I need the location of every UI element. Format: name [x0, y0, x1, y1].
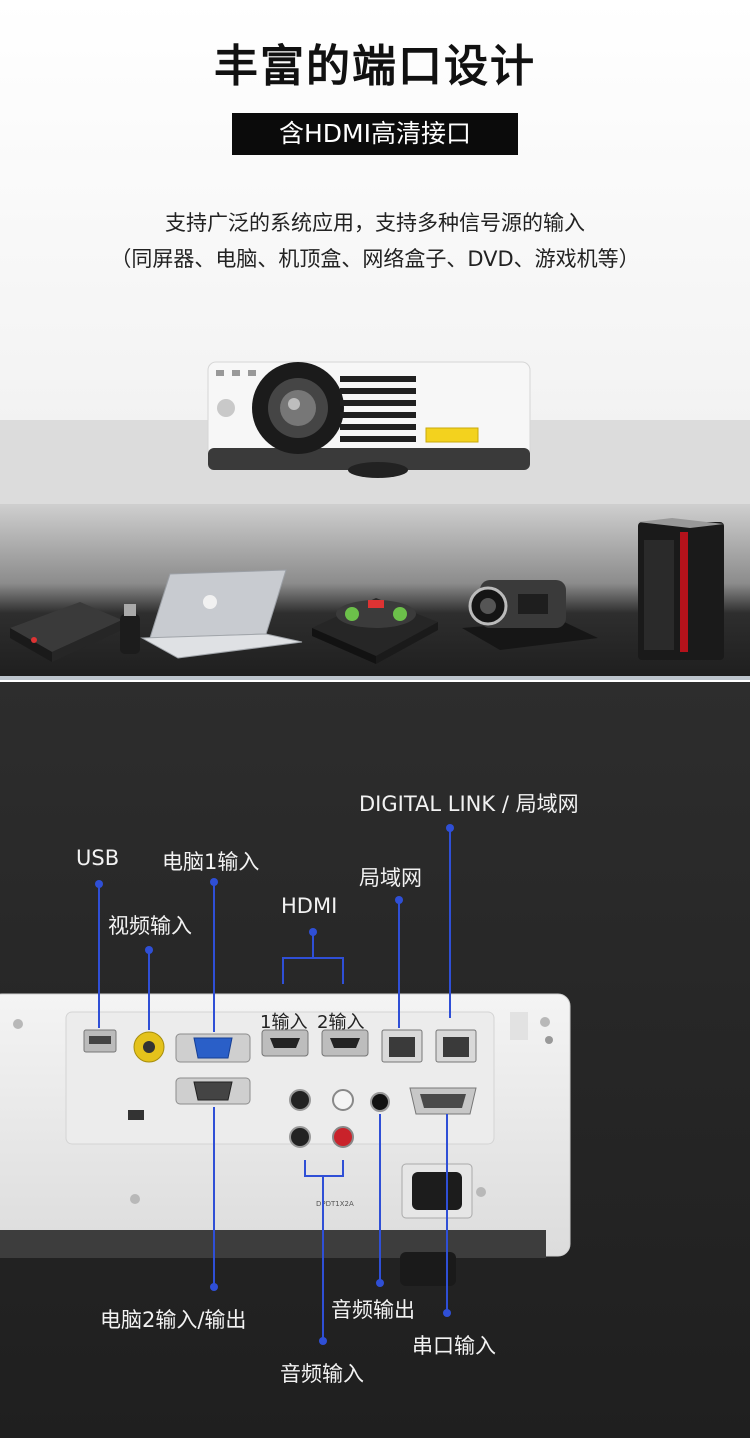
description-line-1: 支持广泛的系统应用，支持多种信号源的输入 [165, 211, 585, 235]
label-hdmi: HDMI [281, 894, 338, 918]
callout-line-digital-link [449, 828, 451, 1018]
label-hdmi-2: 2输入 [317, 1012, 365, 1033]
callout-dot-hdmi [309, 928, 317, 936]
label-lan: 局域网 [359, 866, 422, 890]
camcorder-icon [462, 580, 598, 650]
laptop-icon [140, 569, 303, 659]
intro-section: 丰富的端口设计 含HDMI高清接口 支持广泛的系统应用，支持多种信号源的输入 （… [0, 0, 750, 680]
callout-dot-lan [395, 896, 403, 904]
label-audio-out: 音频输出 [331, 1298, 415, 1322]
label-audio-in: 音频输入 [280, 1362, 364, 1386]
callout-dot-audio-out [376, 1279, 384, 1287]
callout-line-audio-out [379, 1114, 381, 1282]
callout-line-video [148, 950, 150, 1030]
callout-line-usb [98, 884, 100, 1028]
callout-dot-video [145, 946, 153, 954]
label-usb: USB [76, 846, 120, 870]
label-serial-in: 串口输入 [412, 1334, 496, 1358]
port-panel-section: DPDT1X2A DIGITAL LINK / 局域网 [0, 682, 750, 1438]
callout-line-audio-in [322, 1176, 324, 1340]
label-pc1-in: 电脑1输入 [162, 850, 260, 874]
callout-line-serial [446, 1114, 448, 1312]
callout-line-pc2 [213, 1107, 215, 1287]
callout-line-hdmi [312, 932, 314, 958]
page-title: 丰富的端口设计 [214, 41, 536, 92]
hdmi-badge: 含HDMI高清接口 [232, 113, 518, 155]
label-pc2-inout: 电脑2输入/输出 [100, 1308, 247, 1332]
section-divider [0, 676, 750, 680]
tower-pc-icon [638, 518, 724, 660]
callout-dot-audio-in [319, 1337, 327, 1345]
label-hdmi-1: 1输入 [260, 1012, 308, 1033]
source-devices-image [10, 518, 724, 664]
callout-dot-digital-link [446, 824, 454, 832]
projector-front-image [207, 361, 531, 478]
label-digital-link: DIGITAL LINK / 局域网 [359, 792, 579, 816]
description-line-2: （同屏器、电脑、机顶盒、网络盒子、DVD、游戏机等） [110, 247, 640, 271]
svg-text:DPDT1X2A: DPDT1X2A [316, 1200, 354, 1208]
wireless-dongle-icon [120, 604, 140, 654]
callout-dot-serial [443, 1309, 451, 1317]
callout-line-lan [398, 900, 400, 1028]
callout-dot-pc2 [210, 1283, 218, 1291]
set-top-box-icon [10, 602, 122, 662]
label-video-in: 视频输入 [108, 914, 192, 938]
callout-dot-usb [95, 880, 103, 888]
projector-rear-panel-image: DPDT1X2A [0, 957, 571, 1286]
callout-dot-pc1 [210, 878, 218, 886]
game-console-icon [312, 598, 438, 664]
callout-line-pc1 [213, 882, 215, 1032]
